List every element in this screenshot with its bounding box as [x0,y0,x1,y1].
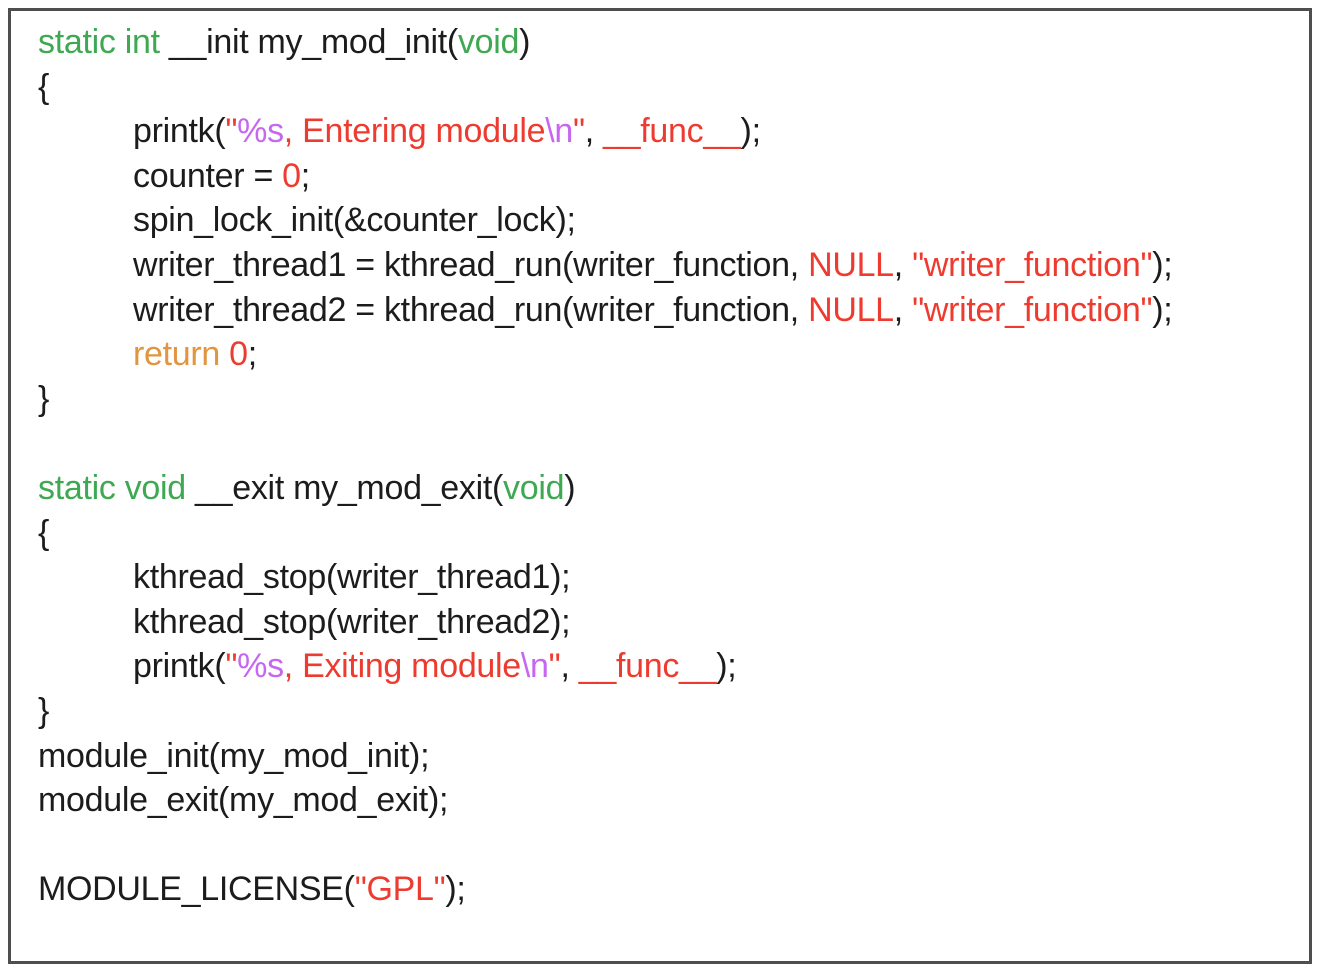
code-token-string: " [548,647,561,686]
code-token-string: , Entering module [283,112,546,151]
code-line: printk("%s, Entering module\n", __func__… [38,109,1301,154]
code-token-plain: ); [1152,290,1173,329]
code-token-plain: kthread_stop(writer_thread1); [133,558,571,597]
code-token-plain: ; [300,156,310,195]
code-token-plain: { [38,67,50,106]
code-token-plain: MODULE_LICENSE( [38,870,355,909]
code-block: static int __init my_mod_init(void){prin… [11,11,1309,912]
code-token-format: %s [237,647,284,686]
code-token-plain: kthread_stop(writer_thread2); [133,602,571,641]
code-token-plain: { [38,513,50,552]
code-line: return 0; [38,332,1301,377]
code-token-plain: ); [740,112,761,151]
code-token-plain: , [893,245,913,284]
code-token-string: 0 [282,156,301,195]
code-token-plain: printk( [133,112,226,151]
code-token-plain: ); [445,870,466,909]
code-line: writer_thread1 = kthread_run(writer_func… [38,243,1301,288]
code-line: writer_thread2 = kthread_run(writer_func… [38,288,1301,333]
code-token-string: NULL [808,245,894,284]
code-token-plain: ; [247,335,257,374]
code-token-keyword: static int [38,23,169,61]
code-line: counter = 0; [38,154,1301,199]
code-token-plain: , [560,647,579,686]
code-line [38,421,1301,466]
code-token-plain: module_init(my_mod_init); [38,736,430,775]
code-token-plain: printk( [133,647,226,686]
code-token-keyword: void [503,468,565,507]
code-line: MODULE_LICENSE("GPL"); [38,867,1301,912]
code-token-plain: spin_lock_init(&counter_lock); [133,201,576,240]
code-line: static void __exit my_mod_exit(void) [38,466,1301,511]
code-line: { [38,511,1301,556]
code-line [38,823,1301,868]
code-token-string: " [225,647,238,686]
code-token-string: NULL [808,290,894,329]
code-token-plain: ) [519,23,531,61]
code-line: spin_lock_init(&counter_lock); [38,198,1301,243]
code-line: module_init(my_mod_init); [38,734,1301,779]
code-token-plain: ); [716,647,737,686]
code-line: kthread_stop(writer_thread1); [38,555,1301,600]
code-line: module_exit(my_mod_exit); [38,778,1301,823]
code-token-plain: counter = [133,156,283,195]
code-token-plain: ); [1152,245,1173,284]
code-token-string: , Exiting module [283,647,521,686]
code-token-string: " [572,112,585,151]
code-token-keyword: void [457,23,520,61]
code-line: } [38,377,1301,422]
code-token-plain: __init my_mod_init( [168,23,458,61]
code-token-string: __func__ [578,647,717,686]
code-line: static int __init my_mod_init(void) [38,20,1301,65]
code-token-plain: __exit my_mod_exit( [195,468,504,507]
code-token-string: "writer_function" [912,290,1153,329]
code-token-string: "writer_function" [912,245,1153,284]
code-line: { [38,65,1301,110]
code-token-plain: , [584,112,604,151]
code-token-plain: writer_thread2 = kthread_run(writer_func… [133,290,809,329]
code-token-plain: , [893,290,913,329]
code-line: kthread_stop(writer_thread2); [38,600,1301,645]
code-token-plain: writer_thread1 = kthread_run(writer_func… [133,245,809,284]
code-frame: static int __init my_mod_init(void){prin… [8,8,1312,964]
code-token-plain: } [38,379,50,418]
code-token-string: " [225,112,238,151]
code-token-format: \n [520,647,549,686]
code-token-keyword: static void [38,468,196,507]
code-token-plain: module_exit(my_mod_exit); [38,781,449,820]
code-token-string: "GPL" [354,870,446,909]
code-token-plain: ) [564,468,576,507]
code-token-string: 0 [229,335,248,374]
code-token-format: \n [545,112,573,151]
code-line: } [38,689,1301,734]
code-line: printk("%s, Exiting module\n", __func__)… [38,644,1301,689]
code-token-string: __func__ [603,112,741,151]
code-token-format: %s [237,112,284,151]
code-token-plain: } [38,691,50,730]
code-token-control: return [133,335,230,374]
